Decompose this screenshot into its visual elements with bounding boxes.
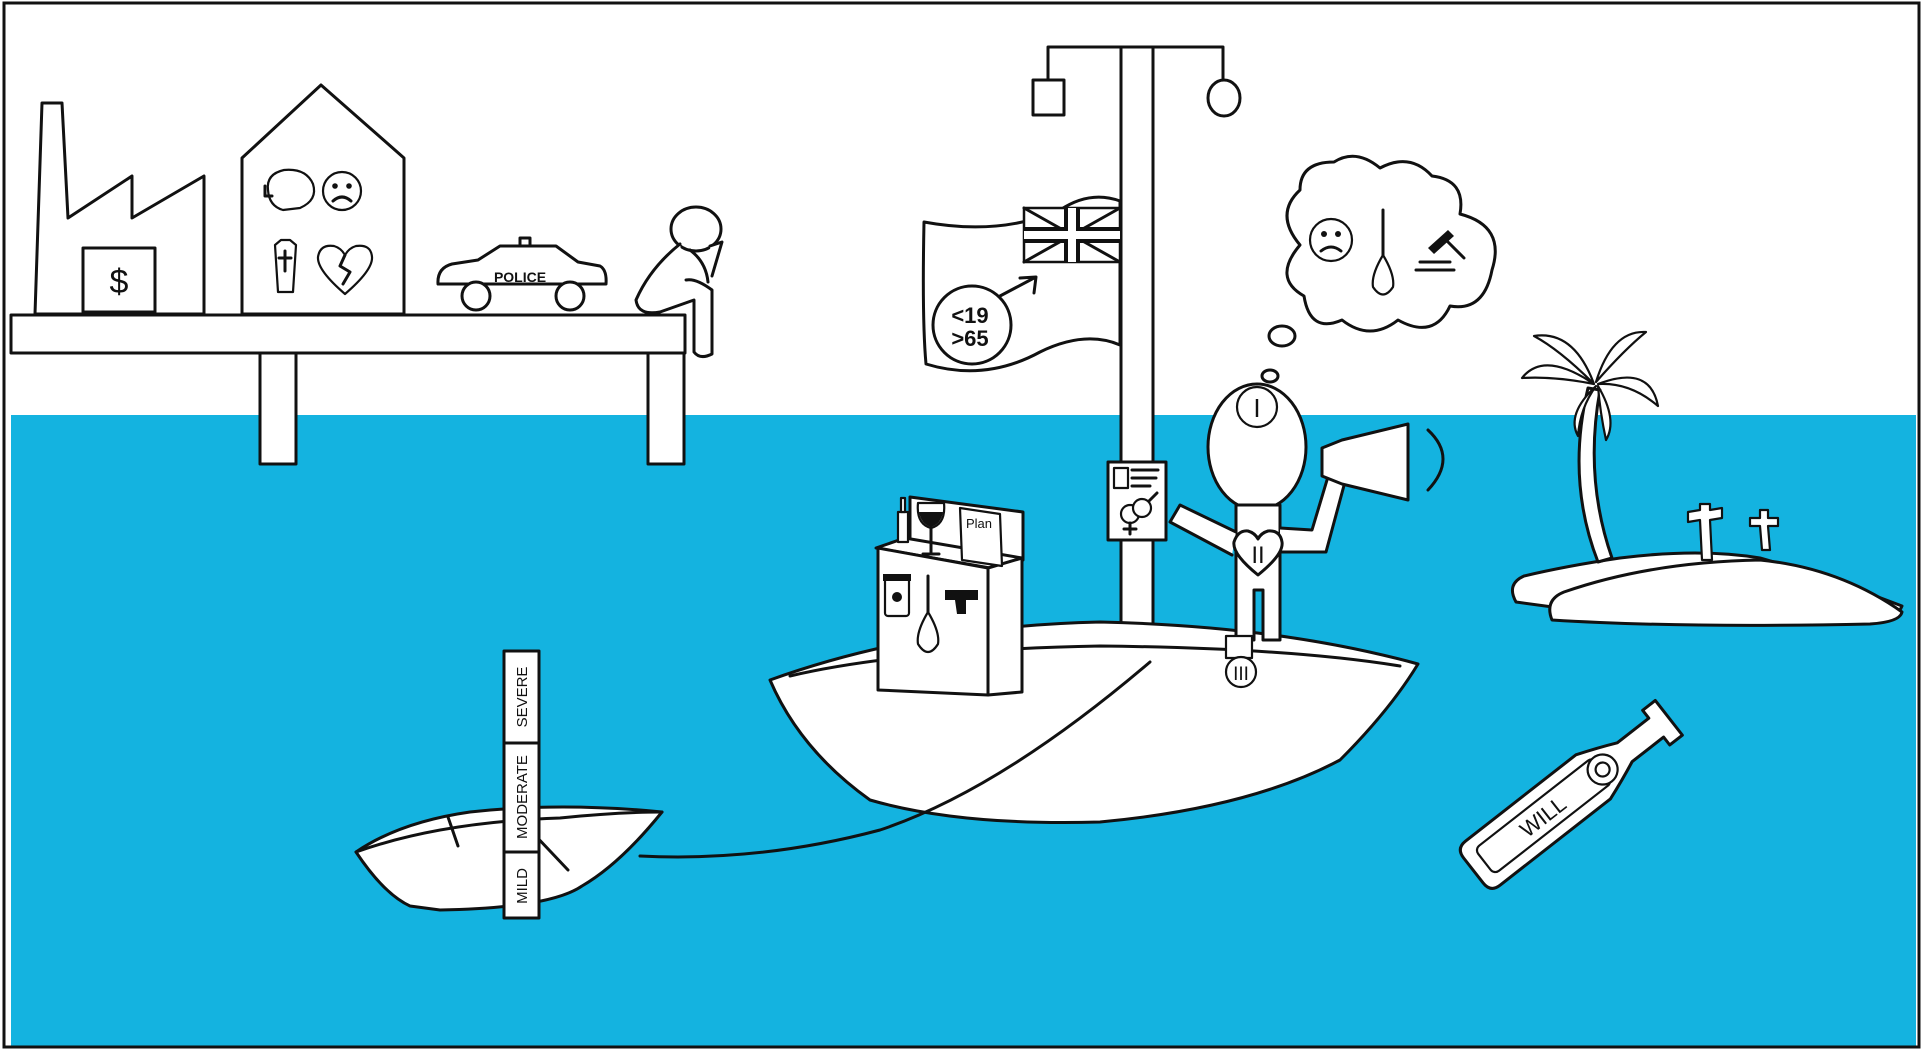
sad-face-icon bbox=[1310, 219, 1352, 261]
age-over-65: >65 bbox=[951, 326, 988, 351]
leg-number-circle: III bbox=[1226, 636, 1256, 687]
leg-numeral: III bbox=[1233, 664, 1249, 685]
heart-numeral: II bbox=[1251, 542, 1264, 569]
union-jack-icon bbox=[1024, 208, 1120, 262]
police-label: POLICE bbox=[494, 269, 546, 285]
level-mild: MILD bbox=[514, 868, 531, 904]
pill-bottle-icon bbox=[883, 574, 911, 616]
dollar-sign: $ bbox=[110, 263, 129, 301]
severity-scale: MILD MODERATE SEVERE bbox=[504, 651, 539, 918]
level-severe: SEVERE bbox=[514, 667, 531, 728]
sad-face-icon bbox=[323, 172, 361, 210]
coffin-icon bbox=[275, 240, 296, 292]
head-number-circle: I bbox=[1237, 387, 1277, 427]
plan-paper: Plan bbox=[960, 508, 1002, 566]
pole-card bbox=[1108, 462, 1166, 540]
level-moderate: MODERATE bbox=[514, 755, 531, 839]
plan-label: Plan bbox=[966, 516, 992, 531]
means-box: Plan bbox=[876, 497, 1023, 695]
boxing-glove-icon bbox=[265, 170, 314, 210]
age-under-19: <19 bbox=[951, 303, 988, 328]
head-numeral: I bbox=[1253, 393, 1260, 423]
